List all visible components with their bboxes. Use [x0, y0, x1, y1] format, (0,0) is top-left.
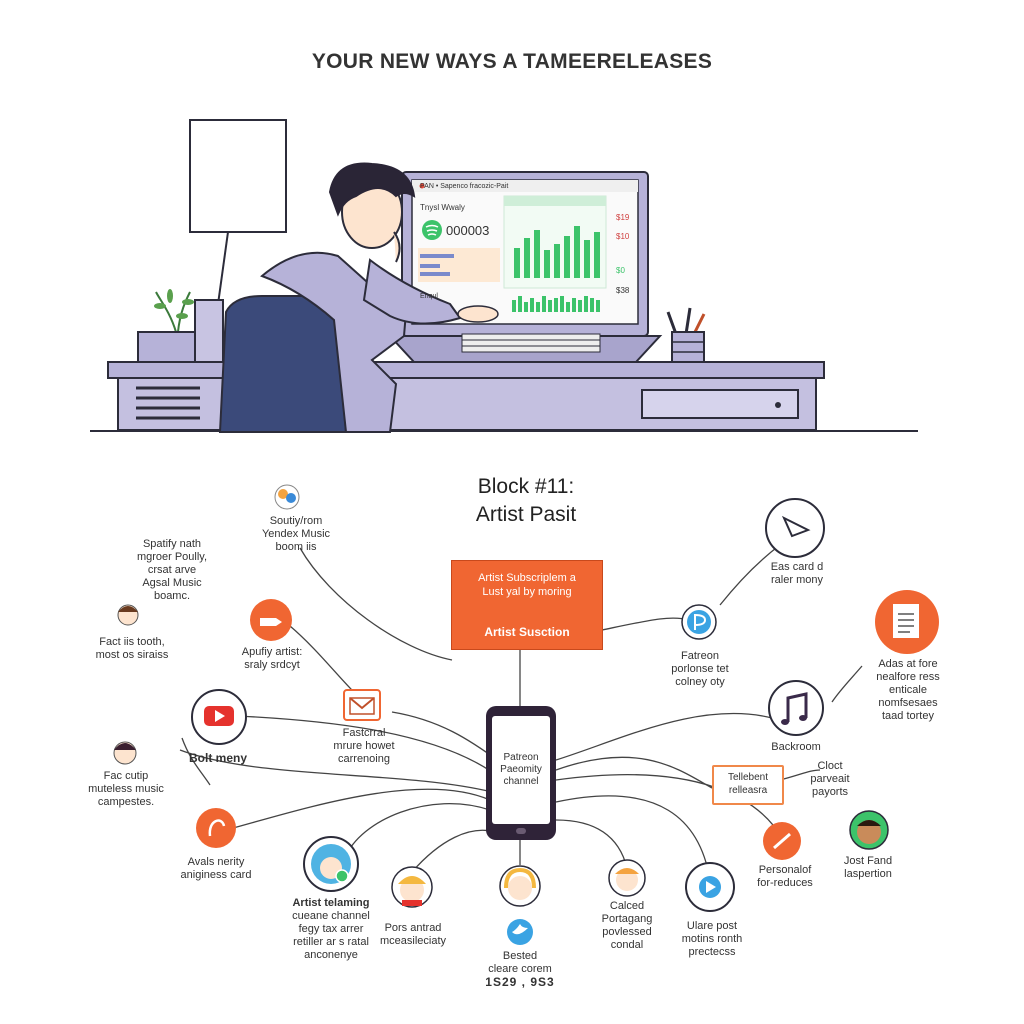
mail-icon [343, 689, 381, 721]
laptop-window-title: PAN • Sapenco fracozic-Pait [420, 183, 509, 190]
send-icon [765, 498, 825, 558]
wall-frame [189, 119, 287, 233]
desk-vent [136, 386, 200, 420]
laptop-side-number: $19 [616, 213, 630, 222]
laptop-keyboard [461, 333, 601, 353]
laptop-counter: 000003 [446, 223, 490, 238]
document-icon [875, 590, 939, 654]
music-service-icon [274, 484, 300, 510]
person-hair [328, 162, 416, 217]
desk-illustration [90, 119, 918, 433]
laptop-side-number: $10 [616, 232, 630, 241]
page-title: YOUR NEW WAYS A TAMEERELEASES [311, 50, 713, 73]
desk-box [194, 299, 224, 363]
laptop-label-bottom: Enqul [420, 293, 438, 300]
bested-number: 1S29 , 9S3 [485, 975, 555, 989]
patreon-icon [681, 604, 717, 640]
avatar-icon [499, 865, 541, 907]
tellebent-box[interactable]: Tellebent relleasra [712, 765, 784, 805]
card-top-text: Artist Subscriplem a Lust yal by moring [478, 572, 576, 598]
patreon-circle-icon [196, 808, 236, 848]
office-chair [218, 295, 348, 433]
screen-mini-chart [512, 296, 600, 312]
avatar-icon [113, 741, 137, 765]
video-icon [191, 689, 247, 745]
play-icon [685, 862, 735, 912]
block-title-line2: Artist Pasit [475, 503, 577, 526]
node-bolt: Bolt meny [188, 751, 247, 765]
avatar-icon [849, 810, 889, 850]
diagram-icons [113, 484, 939, 945]
desk-drawer [641, 389, 799, 419]
pen-cup-icon [666, 307, 706, 363]
edit-icon [763, 822, 801, 860]
block-title-line1: Block #11: [477, 475, 575, 498]
phone-screen: Patreon Paeomity channel [492, 716, 550, 824]
diagram-connectors [179, 544, 863, 881]
artist-subscription-card[interactable]: Artist Subscriplem a Lust yal by moring … [451, 560, 603, 650]
avatar-icon [117, 604, 139, 626]
screen-bar-chart [514, 226, 600, 278]
music-note-icon [768, 680, 824, 736]
block-title: Block #11: Artist Pasit [406, 473, 646, 529]
card-bottom-text: Artist Susction [484, 625, 570, 639]
node-apply-artist: Apufiy artist:sraly srdcyt [241, 646, 303, 671]
bird-icon [507, 919, 533, 945]
tag-icon [250, 599, 292, 641]
desk-top [107, 361, 825, 379]
laptop-side-number: $0 [616, 266, 625, 275]
avatar-icon [391, 866, 433, 908]
phone-device[interactable]: Patreon Paeomity channel [486, 706, 556, 840]
avatar-icon [303, 836, 359, 892]
avatar-icon [608, 859, 646, 897]
node-backroom: Backroom [771, 741, 821, 753]
plant-icon [137, 289, 197, 363]
laptop-label-top: Tnysl Wwaly [420, 203, 465, 212]
phone-home-button [516, 828, 526, 834]
laptop-side-number: $38 [616, 286, 630, 295]
node-fact-tooth: Fact iis tooth,most os siraiss [95, 636, 169, 661]
